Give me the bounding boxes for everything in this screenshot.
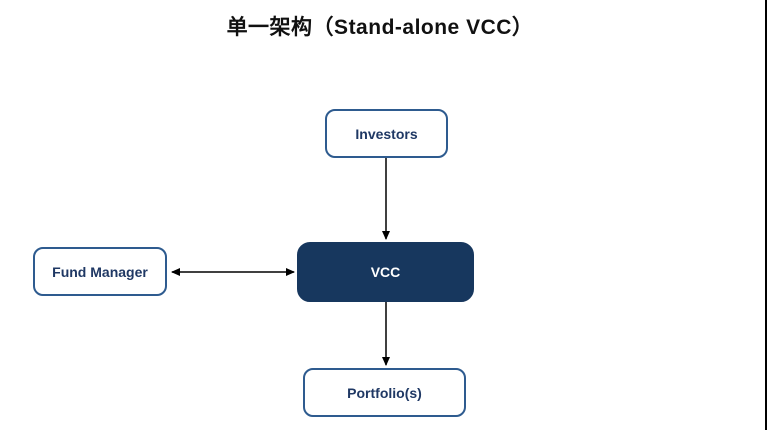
node-fund-manager: Fund Manager bbox=[33, 247, 167, 296]
page-right-border-line bbox=[765, 0, 767, 430]
page-title: 单一架构（Stand-alone VCC） bbox=[226, 16, 534, 39]
node-fund-manager-label: Fund Manager bbox=[52, 263, 148, 280]
node-investors-label: Investors bbox=[355, 125, 418, 142]
node-portfolios: Portfolio(s) bbox=[303, 368, 466, 417]
node-portfolios-label: Portfolio(s) bbox=[347, 384, 422, 401]
node-investors: Investors bbox=[325, 109, 448, 158]
node-vcc-label: VCC bbox=[370, 264, 401, 280]
node-vcc: VCC bbox=[297, 242, 474, 302]
